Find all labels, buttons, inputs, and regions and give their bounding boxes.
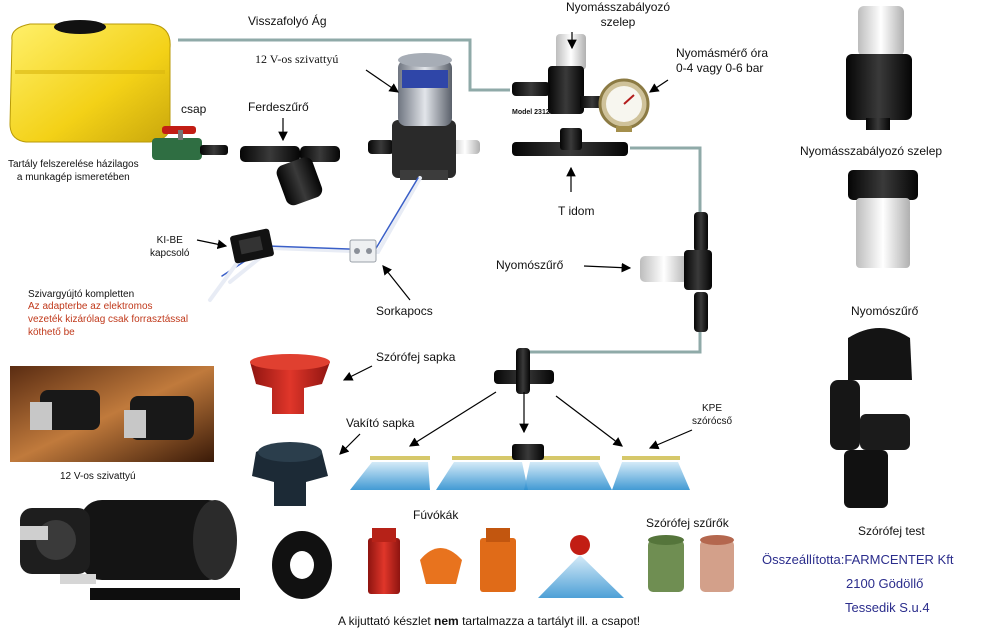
footer-note-bold: nem [434, 614, 459, 628]
label-return-branch: Visszafolyó Ág [248, 14, 327, 28]
credit-city: 2100 Gödöllő [846, 576, 924, 591]
t-fitting [512, 128, 628, 156]
credit-street: Tessedik S.u.4 [845, 600, 930, 615]
label-right-pressure-filter: Nyomószűrő [851, 304, 919, 318]
label-nozzle-filters: Szórófej szűrők [646, 516, 729, 530]
center-pressure-filter [640, 212, 712, 332]
label-on-off-switch: KI-BE kapcsoló [150, 235, 190, 259]
footer-note-before: A kijuttató készlet [338, 614, 435, 628]
pump-large [20, 500, 240, 600]
pump-top [368, 53, 480, 180]
footer-note-after: tartalmazza a tartályt ill. a csapot! [458, 614, 641, 628]
label-right-regulator: Nyomásszabályozó szelep [800, 144, 943, 158]
label-terminal-block: Sorkapocs [376, 304, 433, 318]
label-nozzle-cap: Szórófej sapka [376, 350, 456, 364]
return-pipe [178, 38, 510, 92]
callout-arrows [196, 32, 693, 455]
right-regulator [846, 6, 912, 130]
feed-pipe-2 [522, 312, 702, 354]
label-blind-cap: Vakító sapka [346, 416, 415, 430]
on-off-switch [230, 228, 274, 264]
nozzle-cap-red [250, 354, 330, 414]
spray-booms [350, 444, 690, 490]
label-tap: csap [181, 102, 207, 116]
label-cigarette-plug-kit: Szivargyújtó kompletten [28, 289, 135, 300]
label-nozzle-body: Szórófej test [858, 524, 925, 538]
label-inline-filter: Ferdeszűrő [248, 100, 309, 114]
label-pump-12v-top: 12 V-os szivattyú [255, 52, 339, 66]
label-wiring-warning: Az adapterbe az elektromos vezeték kizár… [28, 301, 189, 338]
feed-pipe-1 [630, 146, 702, 212]
rubber-washer [272, 531, 332, 599]
label-tank-note: Tartály felszerelése házilagos a munkagé… [8, 159, 139, 183]
label-pressure-gauge: Nyomásmérő óra 0-4 vagy 0-6 bar [676, 46, 769, 75]
label-pressure-filter-center: Nyomószűrő [496, 258, 564, 272]
label-pressure-regulator-valve: Nyomásszabályozó szelep [566, 0, 671, 29]
blind-cap-black [252, 442, 328, 506]
terminal-block [349, 239, 377, 263]
right-nozzle-body [830, 328, 912, 508]
tap-valve [152, 126, 228, 160]
label-t-fitting: T idom [558, 204, 595, 218]
center-regulator [512, 34, 604, 114]
label-kpe-pipe: KPE szórócső [692, 403, 733, 427]
label-model-tag: Model 23120 [512, 109, 554, 116]
tank [9, 20, 171, 143]
pressure-gauge [598, 78, 650, 132]
footer-note: A kijuttató készlet nem tartalmazza a ta… [338, 614, 640, 629]
credit-compiled-by: Összeállította:FARMCENTER Kft [762, 552, 954, 567]
nozzle-filter-items [648, 535, 734, 592]
nozzle-tips [368, 528, 624, 598]
pump-photo [10, 366, 214, 462]
nozzle-cross [494, 348, 554, 394]
label-pump-12v-photo: 12 V-os szivattyú [60, 471, 136, 482]
right-pressure-filter [848, 170, 918, 268]
inline-filter [240, 146, 340, 206]
label-nozzles: Fúvókák [413, 508, 459, 522]
